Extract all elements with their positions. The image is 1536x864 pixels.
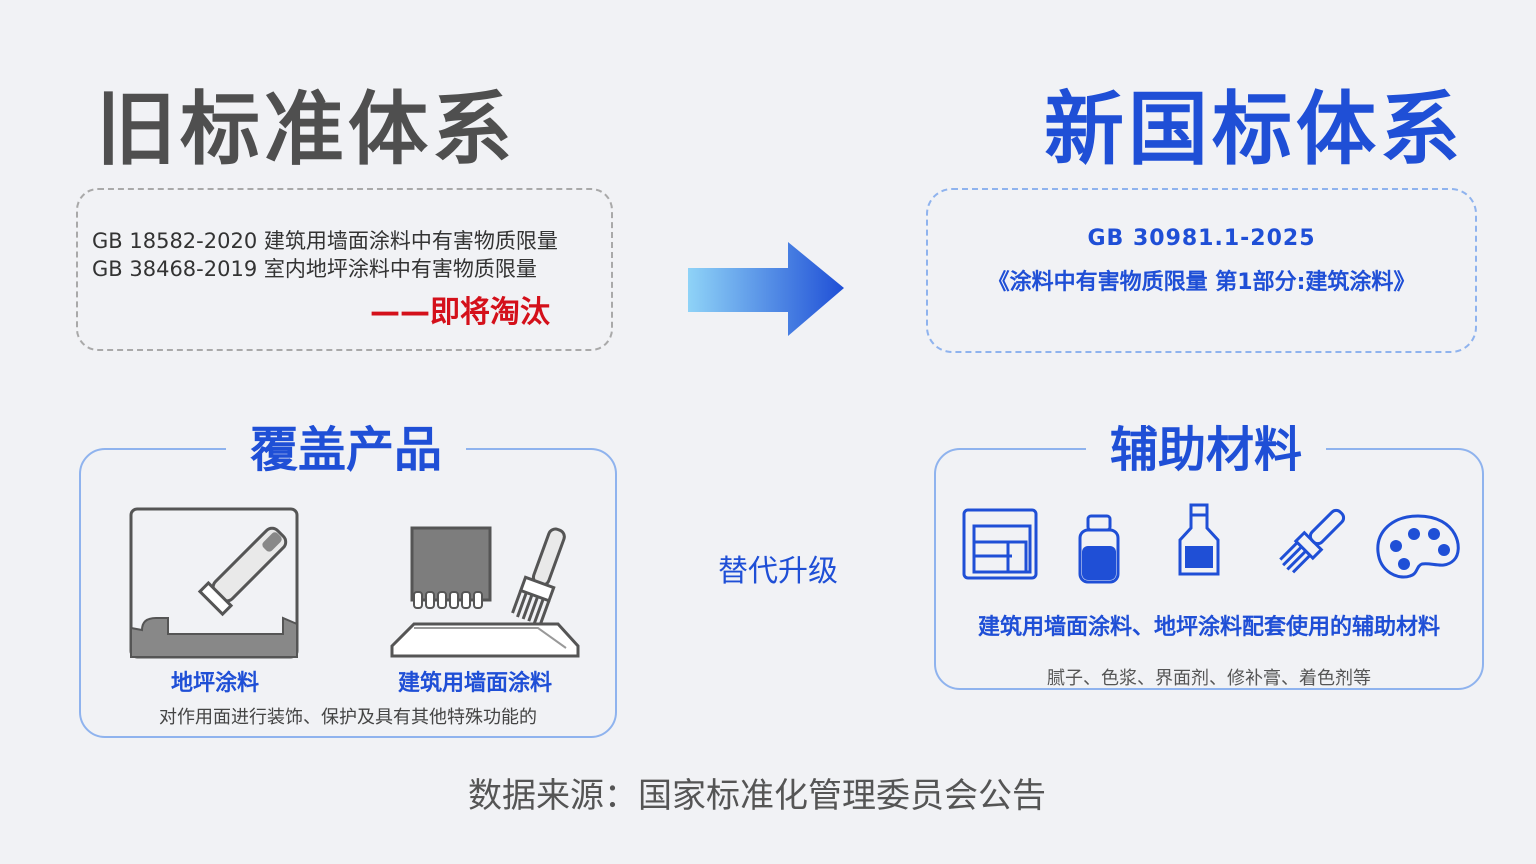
new-standard-name: 《涂料中有害物质限量 第1部分:建筑涂料》 xyxy=(987,270,1416,295)
coverage-description: 对作用面进行装饰、保护及具有其他特殊功能的 xyxy=(159,707,537,728)
interface-agent-bottle-icon xyxy=(1178,503,1220,576)
relation-label: 替代升级 xyxy=(718,554,838,589)
coverage-item-wall: 建筑用墙面涂料 xyxy=(398,671,553,696)
auxiliary-title: 辅助材料 xyxy=(1086,422,1327,478)
new-standard-code: GB 30981.1-2025 xyxy=(1087,226,1316,251)
auxiliary-main-text: 建筑用墙面涂料、地坪涂料配套使用的辅助材料 xyxy=(977,615,1440,640)
old-system-title: 旧标准体系 xyxy=(96,83,516,176)
auxiliary-examples: 腻子、色浆、界面剂、修补膏、着色剂等 xyxy=(1047,668,1371,689)
old-standard-1: GB 18582-2020 建筑用墙面涂料中有害物质限量 xyxy=(92,229,558,253)
pigment-bottle-icon xyxy=(1078,514,1120,584)
data-source: 数据来源：国家标准化管理委员会公告 xyxy=(468,776,1046,816)
old-standards-box xyxy=(76,188,613,351)
new-standard-box xyxy=(926,188,1477,353)
floor-coating-icon xyxy=(129,507,299,659)
new-system-title: 新国标体系 xyxy=(1044,83,1464,176)
coverage-title: 覆盖产品 xyxy=(226,422,467,478)
repair-brush-icon xyxy=(1279,508,1346,574)
putty-bag-icon xyxy=(962,508,1038,580)
right-arrow-icon xyxy=(688,242,844,336)
coverage-item-floor: 地坪涂料 xyxy=(171,671,260,696)
wall-coating-icon xyxy=(390,526,580,658)
color-palette-icon xyxy=(1376,514,1460,579)
obsolete-label: ——即将淘汰 xyxy=(370,295,550,330)
old-standard-2: GB 38468-2019 室内地坪涂料中有害物质限量 xyxy=(92,257,537,281)
